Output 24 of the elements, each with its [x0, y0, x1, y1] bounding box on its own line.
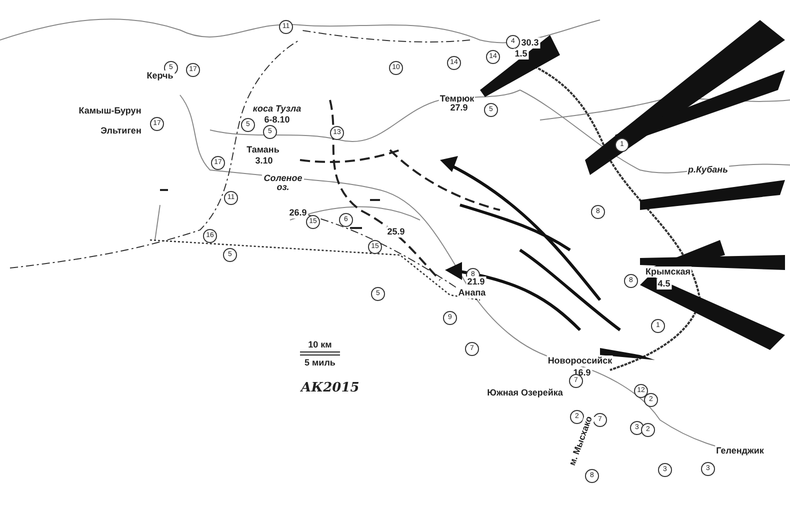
map-label: 30.3 [520, 38, 540, 48]
place-name: р.Кубань [687, 164, 729, 176]
place-name: коса Тузла [252, 104, 302, 114]
map-label: Тамань [246, 144, 280, 156]
map-label: 6-8.10 [263, 114, 291, 126]
map-label: 26.9 [288, 208, 308, 218]
map-label: Южная Озерейка [486, 388, 564, 398]
map-label: Анапа [457, 288, 487, 298]
map-label: 1.5 [514, 48, 528, 60]
map-label: Камыш-Бурун [78, 106, 142, 116]
map-label: 5 миль [304, 358, 336, 368]
map-label: 27.9 [449, 102, 469, 114]
map-label: Крымская [644, 266, 692, 278]
map-label: 25.9 [386, 226, 406, 238]
map-label: 4.5 [656, 278, 672, 290]
map-label: Эльтиген [100, 126, 142, 136]
map-label: Керчь [146, 70, 174, 82]
map-label: 10 км [307, 340, 333, 350]
map-label: 21.9 [466, 276, 486, 288]
map-label: Темрюк [438, 94, 476, 104]
map-label: Геленджик [715, 446, 765, 456]
map-label: Новороссийск [546, 356, 614, 366]
map-label: 3.10 [254, 156, 274, 166]
place-name: Соленое оз. [262, 173, 304, 193]
